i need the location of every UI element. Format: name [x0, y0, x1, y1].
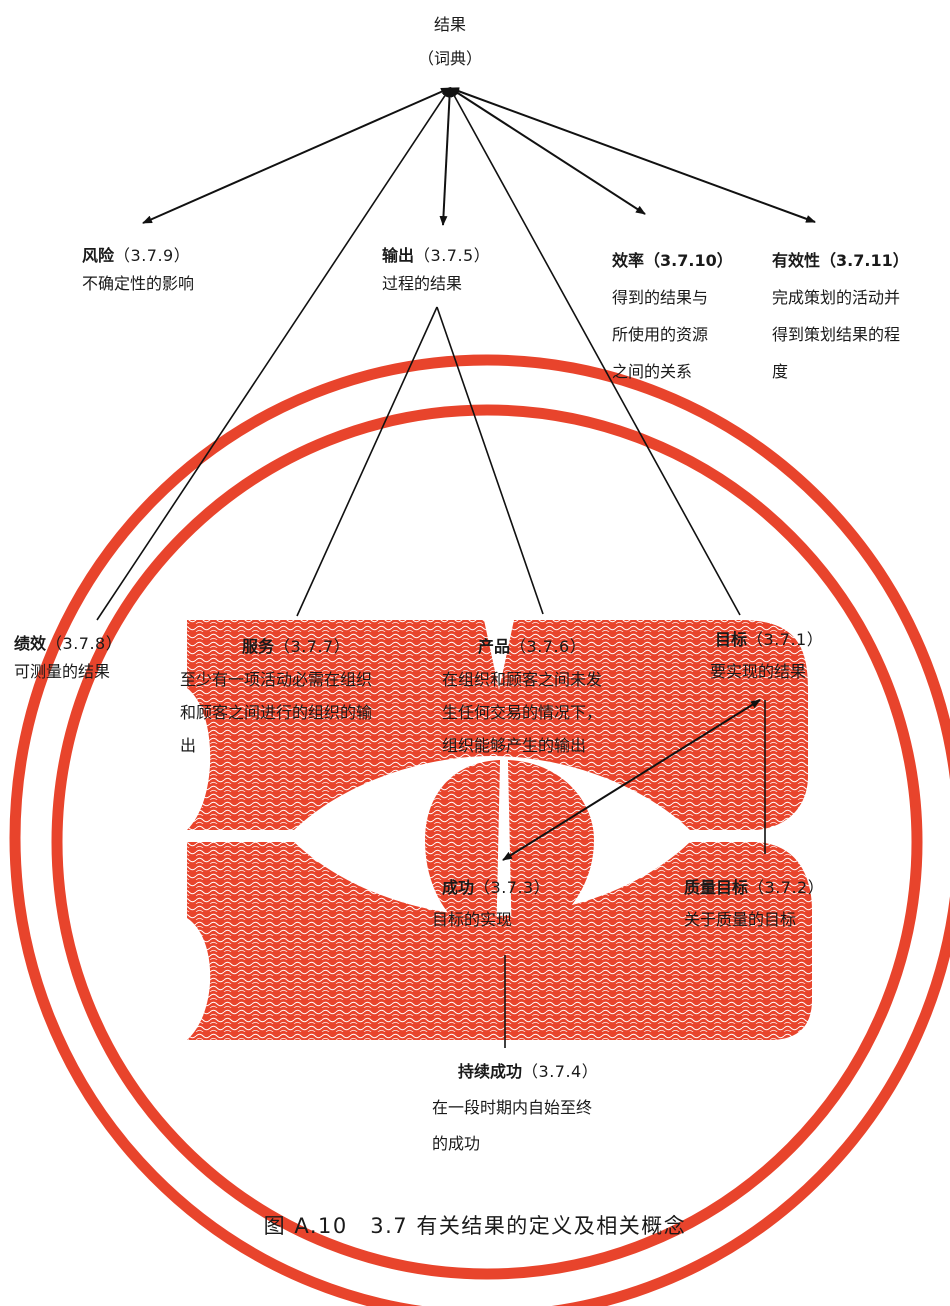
effectiveness-ref: （3.7.11） [820, 251, 909, 270]
success-title: 成功 [442, 878, 475, 897]
product-ref: （3.7.6） [510, 637, 587, 656]
service-ref: （3.7.7） [274, 637, 351, 656]
arrow-success-objective [502, 699, 761, 861]
top-term: 结果 （词典） [390, 8, 510, 76]
service-line-2: 和顾客之间进行的组织的输 [180, 703, 373, 722]
risk-title: 风险 [82, 246, 115, 265]
product-title: 产品 [478, 637, 511, 656]
performance-line-1: 可测量的结果 [14, 662, 111, 681]
output-title: 输出 [382, 246, 415, 265]
effectiveness-line-1: 完成策划的活动并 [772, 288, 901, 307]
top-term-title: 结果 [433, 15, 466, 34]
arrow-to-output [439, 87, 454, 226]
node-performance: 绩效（3.7.8） 可测量的结果 [14, 630, 122, 686]
line-to-objective [449, 87, 741, 616]
node-effectiveness: 有效性（3.7.11） 完成策划的活动并 得到策划结果的程 度 [772, 242, 909, 390]
line-output-product [436, 306, 544, 615]
effectiveness-title: 有效性 [772, 251, 821, 270]
node-quality-objective: 质量目标（3.7.2） 关于质量的目标 [684, 872, 824, 936]
effectiveness-line-3: 度 [772, 362, 789, 381]
weave-top-notch [484, 620, 514, 690]
node-product: 产品（3.7.6） 在组织和顾客之间未发 生任何交易的情况下， 组织能够产生的输… [442, 630, 602, 762]
effectiveness-line-2: 得到策划结果的程 [772, 325, 901, 344]
service-line-3: 出 [180, 736, 197, 755]
performance-title: 绩效 [14, 634, 47, 653]
arrow-to-efficiency [449, 87, 646, 215]
sustained-success-title: 持续成功 [458, 1062, 523, 1081]
sustained-success-line-1: 在一段时期内自始至终 [432, 1098, 593, 1117]
node-success: 成功（3.7.3） 目标的实现 [432, 872, 550, 936]
weave-bottom-spike [482, 916, 516, 1010]
quality-objective-title: 质量目标 [684, 878, 749, 897]
outer-ring [9, 354, 950, 1306]
sustained-success-line-2: 的成功 [432, 1134, 481, 1153]
performance-ref: （3.7.8） [46, 634, 123, 653]
node-risk: 风险（3.7.9） 不确定性的影响 [82, 242, 194, 298]
node-output: 输出（3.7.5） 过程的结果 [382, 242, 490, 298]
success-ref: （3.7.3） [474, 878, 551, 897]
node-objective: 目标（3.7.1） 要实现的结果 [690, 624, 823, 688]
arrow-to-risk [142, 87, 451, 224]
arrow-to-effectiveness [449, 87, 816, 223]
efficiency-title: 效率 [612, 251, 645, 270]
quality-objective-ref: （3.7.2） [748, 878, 825, 897]
efficiency-ref: （3.7.10） [644, 251, 733, 270]
weave-lens-left [425, 760, 500, 948]
objective-ref: （3.7.1） [747, 630, 824, 649]
node-sustained-success: 持续成功（3.7.4） 在一段时期内自始至终 的成功 [432, 1054, 598, 1162]
inner-ring [51, 404, 923, 1280]
objective-title: 目标 [715, 630, 748, 649]
product-line-3: 组织能够产生的输出 [442, 736, 587, 755]
sustained-success-ref: （3.7.4） [522, 1062, 599, 1081]
node-efficiency: 效率（3.7.10） 得到的结果与 所使用的资源 之间的关系 [612, 242, 733, 390]
success-line-1: 目标的实现 [432, 910, 513, 929]
risk-line-1: 不确定性的影响 [82, 274, 195, 293]
output-ref: （3.7.5） [414, 246, 491, 265]
efficiency-line-2: 所使用的资源 [612, 325, 709, 344]
risk-ref: （3.7.9） [114, 246, 191, 265]
service-line-1: 至少有一项活动必需在组织 [180, 670, 373, 689]
node-service: 服务（3.7.7） 至少有一项活动必需在组织 和顾客之间进行的组织的输 出 [180, 630, 372, 762]
product-line-1: 在组织和顾客之间未发 [442, 670, 603, 689]
figure-caption: 图 A.10 3.7 有关结果的定义及相关概念 [263, 1214, 687, 1238]
quality-objective-line-1: 关于质量的目标 [684, 910, 797, 929]
line-output-service [296, 306, 438, 617]
line-to-performance [96, 87, 451, 621]
efficiency-line-3: 之间的关系 [612, 362, 693, 381]
output-line-1: 过程的结果 [382, 274, 463, 293]
service-title: 服务 [242, 637, 275, 656]
objective-line-1: 要实现的结果 [710, 662, 807, 681]
top-term-subtitle: （词典） [417, 49, 482, 68]
efficiency-line-1: 得到的结果与 [612, 288, 709, 307]
product-line-2: 生任何交易的情况下， [442, 703, 603, 722]
